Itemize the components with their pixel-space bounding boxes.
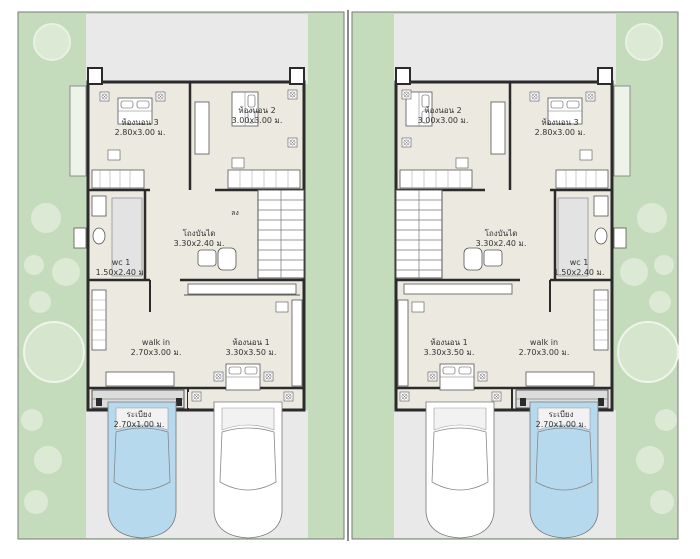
left-white-car — [213, 401, 283, 539]
right-walkin-dims: 2.70x3.00 ม. — [518, 348, 570, 357]
right-bedroom2-name: ห้องนอน 2 — [424, 106, 462, 115]
left-bedroom3-name: ห้องนอน 3 — [121, 118, 159, 127]
right-bedroom1-label: ห้องนอน 1 3.30x3.50 ม. — [418, 338, 480, 358]
right-balcony-dims: 2.70x1.00 ม. — [535, 420, 587, 429]
left-bedroom1-dims: 3.30x3.50 ม. — [225, 348, 277, 357]
right-large-tree — [617, 321, 679, 383]
right-bedroom2-dims: 3.00x3.00 ม. — [417, 116, 469, 125]
left-hall-label: โถงบันได 3.30x2.40 ม. — [168, 229, 230, 249]
left-wc-dims: 1.50x2.40 ม. — [95, 268, 147, 277]
right-balcony-label: ระเบียง 2.70x1.00 ม. — [532, 410, 590, 430]
right-bedroom3-dims: 2.80x3.00 ม. — [534, 128, 586, 137]
left-bedroom2-dims: 3.00x3.00 ม. — [231, 116, 283, 125]
right-wc-label: wc 1 1.50x2.40 ม. — [552, 258, 606, 278]
left-large-tree — [23, 321, 85, 383]
right-bedroom3-name: ห้องนอน 3 — [541, 118, 579, 127]
left-balcony-name: ระเบียง — [126, 410, 152, 419]
right-walkin-name: walk in — [529, 338, 559, 347]
left-bedroom3-label: ห้องนอน 3 2.80x3.00 ม. — [112, 118, 168, 138]
left-walkin-dims: 2.70x3.00 ม. — [130, 348, 182, 357]
right-bedroom1-name: ห้องนอน 1 — [430, 338, 468, 347]
left-balcony-label: ระเบียง 2.70x1.00 ม. — [110, 410, 168, 430]
left-hall-dims: 3.30x2.40 ม. — [173, 239, 225, 248]
right-wc-dims: 1.50x2.40 ม. — [553, 268, 605, 277]
left-walkin-name: walk in — [141, 338, 171, 347]
right-bedroom2-label: ห้องนอน 2 3.00x3.00 ม. — [412, 106, 474, 126]
left-hall-name: โถงบันได — [182, 229, 216, 238]
right-hall-name: โถงบันได — [484, 229, 518, 238]
left-bedroom3-dims: 2.80x3.00 ม. — [114, 128, 166, 137]
left-balcony-dims: 2.70x1.00 ม. — [113, 420, 165, 429]
left-wc-name: wc 1 — [111, 258, 131, 267]
right-white-car — [425, 401, 495, 539]
left-unit — [69, 67, 306, 412]
right-balcony-name: ระเบียง — [548, 410, 574, 419]
right-unit — [394, 67, 631, 412]
right-hall-dims: 3.30x2.40 ม. — [475, 239, 527, 248]
left-bedroom2-label: ห้องนอน 2 3.00x3.00 ม. — [226, 106, 288, 126]
right-walkin-label: walk in 2.70x3.00 ม. — [516, 338, 572, 358]
left-tree-top — [33, 23, 71, 61]
right-hall-label: โถงบันได 3.30x2.40 ม. — [470, 229, 532, 249]
right-tree-top — [625, 23, 663, 61]
left-bedroom1-name: ห้องนอน 1 — [232, 338, 270, 347]
left-wc-label: wc 1 1.50x2.40 ม. — [94, 258, 148, 278]
left-bedroom2-name: ห้องนอน 2 — [238, 106, 276, 115]
right-bedroom1-dims: 3.30x3.50 ม. — [423, 348, 475, 357]
left-walkin-label: walk in 2.70x3.00 ม. — [128, 338, 184, 358]
left-bedroom1-label: ห้องนอน 1 3.30x3.50 ม. — [220, 338, 282, 358]
left-stair-down-mark: ลง — [231, 209, 239, 217]
right-wc-name: wc 1 — [569, 258, 589, 267]
right-bedroom3-label: ห้องนอน 3 2.80x3.00 ม. — [532, 118, 588, 138]
